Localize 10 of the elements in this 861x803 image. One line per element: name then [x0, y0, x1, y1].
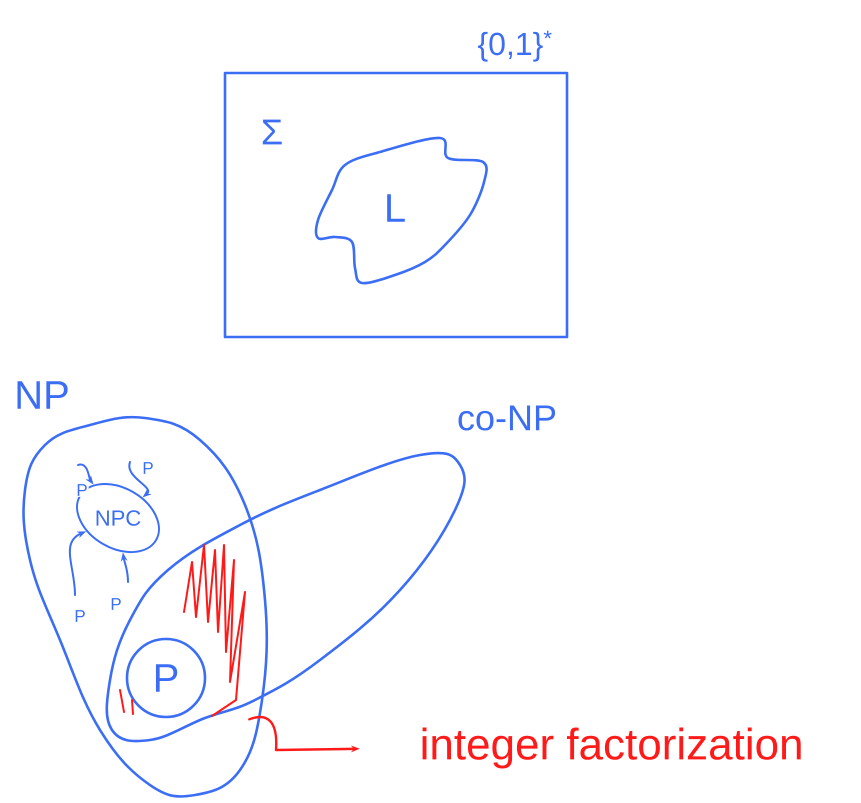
- edge-label: P: [141, 461, 155, 475]
- hatching-drawing: [183, 544, 246, 717]
- node-label: {0,1}$^{*}$: [478, 30, 552, 62]
- edge-label: P: [75, 483, 89, 497]
- language-blob: L: [314, 136, 488, 284]
- annotation-text: integer factorization: [422, 728, 801, 769]
- edge-label: P: [73, 609, 87, 623]
- edge-label: P: [109, 597, 123, 611]
- node-label: NP: [17, 381, 68, 409]
- node-label: co-NP: [458, 405, 556, 431]
